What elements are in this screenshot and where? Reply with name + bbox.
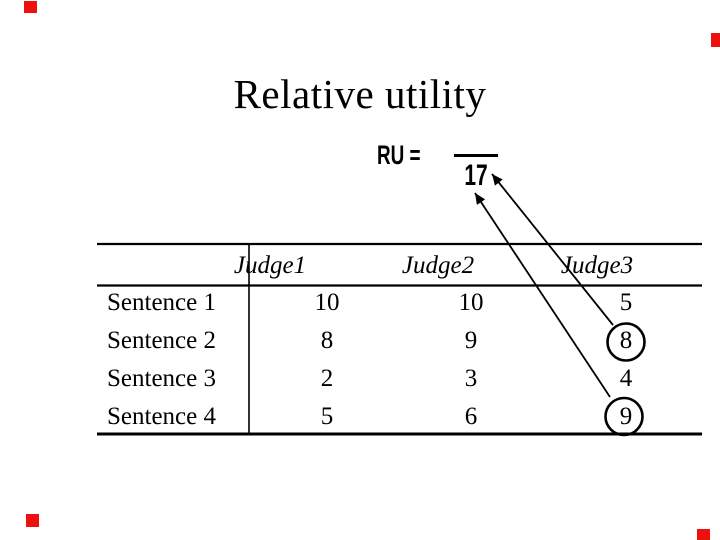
fraction-bar	[454, 154, 498, 157]
formula-lhs: RU =	[377, 140, 421, 170]
cell-s3-judge2: 3	[464, 365, 478, 392]
row-label-sentence-4: Sentence 4	[107, 403, 216, 430]
cell-s2-judge3-circled: 8	[619, 327, 633, 354]
cell-s4-judge3-circled: 9	[619, 403, 633, 430]
formula-denominator: 17	[464, 159, 488, 192]
row-label-sentence-1: Sentence 1	[107, 289, 216, 316]
row-label-sentence-3: Sentence 3	[107, 365, 216, 392]
cell-s4-judge2: 6	[464, 403, 478, 430]
red-corner-mark-bottom-left	[26, 514, 39, 527]
row-label-sentence-2: Sentence 2	[107, 327, 216, 354]
cell-s1-judge3: 5	[619, 289, 633, 316]
slide-title: Relative utility	[233, 71, 487, 117]
table-header-judge1: Judge1	[233, 252, 307, 279]
cell-s2-judge2: 9	[464, 327, 478, 354]
red-corner-mark-top-left	[24, 1, 37, 13]
table-header-judge2: Judge2	[401, 252, 475, 279]
cell-s4-judge1: 5	[320, 403, 334, 430]
red-corner-mark-bottom-right	[697, 529, 710, 540]
cell-s1-judge2: 10	[458, 289, 484, 316]
red-corner-mark-top-right	[711, 33, 720, 47]
cell-s1-judge1: 10	[314, 289, 340, 316]
cell-s2-judge1: 8	[320, 327, 334, 354]
table-header-judge3: Judge3	[560, 252, 634, 279]
cell-s3-judge1: 2	[320, 365, 334, 392]
cell-s3-judge3: 4	[619, 365, 633, 392]
